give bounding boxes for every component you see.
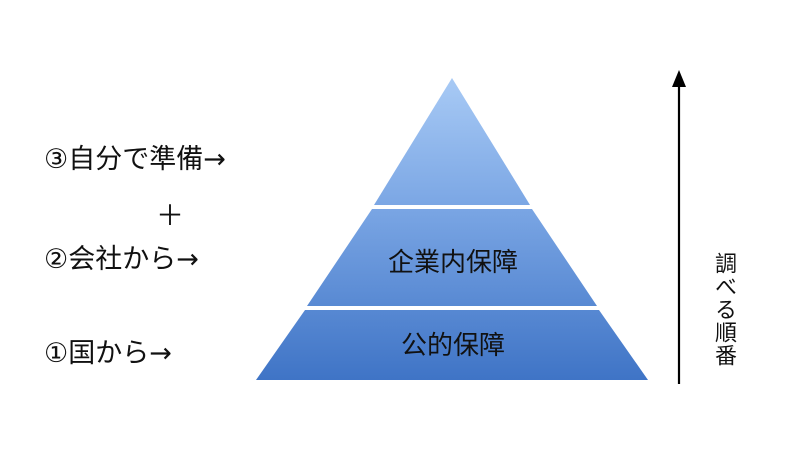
- pyramid-bottom-label: 公的保障: [400, 331, 505, 361]
- pyramid-tier-bottom: [256, 310, 648, 380]
- left-label-self-prepare: ③自分で準備→: [44, 144, 226, 175]
- order-label: 調べる順番: [711, 252, 736, 367]
- left-label-plus: ＋: [156, 199, 185, 232]
- pyramid-tier-top: [374, 78, 530, 205]
- left-label-national: ①国から→: [44, 338, 172, 369]
- left-label-company: ②会社から→: [44, 244, 199, 275]
- pyramid-tier-middle: [307, 209, 597, 306]
- order-arrow: [672, 70, 686, 384]
- pyramid-middle-label: 企業内保障: [387, 248, 518, 278]
